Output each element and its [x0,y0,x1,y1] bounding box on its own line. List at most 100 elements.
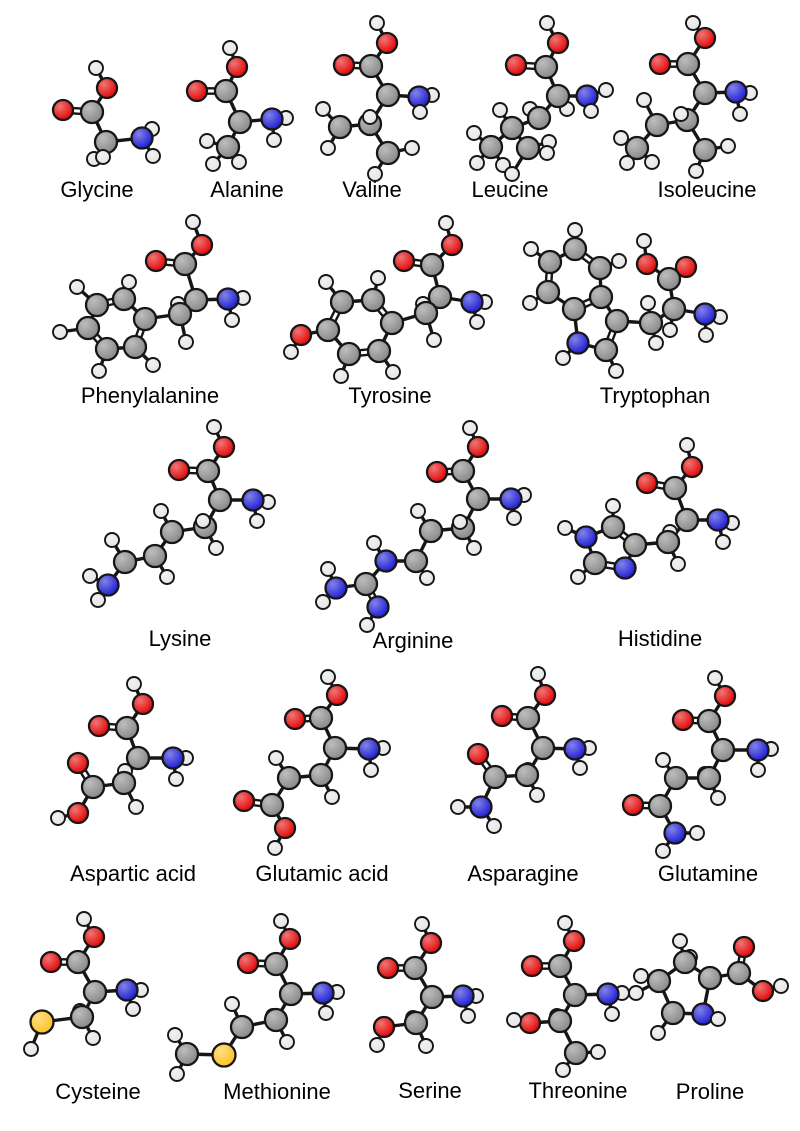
hydrogen-atom [698,327,714,343]
carbon-atom [515,705,541,731]
hydrogen-atom [710,1011,726,1027]
hydrogen-atom [539,15,555,31]
sulfur-atom [29,1009,55,1035]
hydrogen-atom [385,364,401,380]
molecule-serine: Serine [369,916,484,1103]
hydrogen-atom [167,1027,183,1043]
hydrogen-atom [567,222,583,238]
molecule-label: Histidine [618,626,702,651]
oxygen-atom [278,927,302,951]
nitrogen-atom [663,821,687,845]
hydrogen-atom [750,762,766,778]
hydrogen-atom [90,592,106,608]
nitrogen-atom [96,573,120,597]
carbon-atom [647,793,673,819]
hydrogen-atom [205,156,221,172]
hydrogen-atom [466,540,482,556]
oxygen-atom [95,76,119,100]
carbon-atom [450,458,476,484]
carbon-atom [696,708,722,734]
oxygen-atom [190,233,214,257]
nitrogen-atom [566,331,590,355]
oxygen-atom [680,455,704,479]
oxygen-atom [232,789,256,813]
oxygen-atom [635,252,659,276]
oxygen-atom [466,435,490,459]
oxygen-atom [518,1011,542,1035]
carbon-atom [322,735,348,761]
carbon-atom [84,292,110,318]
hydrogen-atom [267,840,283,856]
molecule-label: Phenylalanine [81,383,219,408]
hydrogen-atom [324,789,340,805]
hydrogen-atom [125,1001,141,1017]
carbon-atom [624,135,650,161]
carbon-atom [644,112,670,138]
hydrogen-atom [145,357,161,373]
hydrogen-atom [273,913,289,929]
carbon-atom [229,1014,255,1040]
carbon-atom [375,82,401,108]
hydrogen-atom [367,166,383,182]
carbon-atom [329,289,355,315]
hydrogen-atom [178,334,194,350]
carbon-atom [69,1004,95,1030]
hydrogen-atom [655,843,671,859]
hydrogen-atom [732,106,748,122]
oxygen-atom [546,31,570,55]
oxygen-atom [693,26,717,50]
oxygen-atom [375,31,399,55]
hydrogen-atom [650,1025,666,1041]
hydrogen-atom [720,138,736,154]
molecule-tryptophan: Tryptophan [522,222,728,408]
oxygen-atom [466,742,490,766]
carbon-atom [263,1007,289,1033]
hydrogen-atom [707,670,723,686]
hydrogen-atom [370,270,386,286]
carbon-atom [660,1000,686,1026]
hydrogen-atom [410,503,426,519]
oxygen-atom [504,53,528,77]
carbon-atom [94,336,120,362]
molecule-label: Alanine [210,177,283,202]
molecule-label: Threonine [528,1078,627,1103]
molecule-cysteine: Cysteine [23,911,149,1104]
hydrogen-atom [506,510,522,526]
molecule-label: Cysteine [55,1079,141,1104]
hydrogen-atom [679,437,695,453]
hydrogen-atom [710,790,726,806]
hydrogen-atom [412,104,428,120]
carbon-atom [662,475,688,501]
hydrogen-atom [104,532,120,548]
nitrogen-atom [499,487,523,511]
oxygen-atom [392,249,416,273]
carbon-atom [276,765,302,791]
molecule-tyrosine: Tyrosine [283,215,493,408]
hydrogen-atom [52,324,68,340]
molecule-threonine: Threonine [506,915,630,1103]
hydrogen-atom [279,1034,295,1050]
hydrogen-atom [570,569,586,585]
oxygen-atom [376,956,400,980]
molecule-glutamic-acid: Glutamic acid [232,669,391,886]
oxygen-atom [332,53,356,77]
hydrogen-atom [689,825,705,841]
carbon-atom [427,284,453,310]
hydrogen-atom [128,799,144,815]
carbon-atom [278,981,304,1007]
carbon-atom [111,286,137,312]
carbon-atom [692,137,718,163]
carbon-atom [375,140,401,166]
carbon-atom [562,982,588,1008]
molecule-label: Leucine [471,177,548,202]
hydrogen-atom [169,1066,185,1082]
hydrogen-atom [231,154,247,170]
carbon-atom [195,458,221,484]
nitrogen-atom [563,737,587,761]
oxygen-atom [289,323,313,347]
carbon-atom [132,306,158,332]
hydrogen-atom [318,1005,334,1021]
carbon-atom [661,296,687,322]
hydrogen-atom [195,513,211,529]
